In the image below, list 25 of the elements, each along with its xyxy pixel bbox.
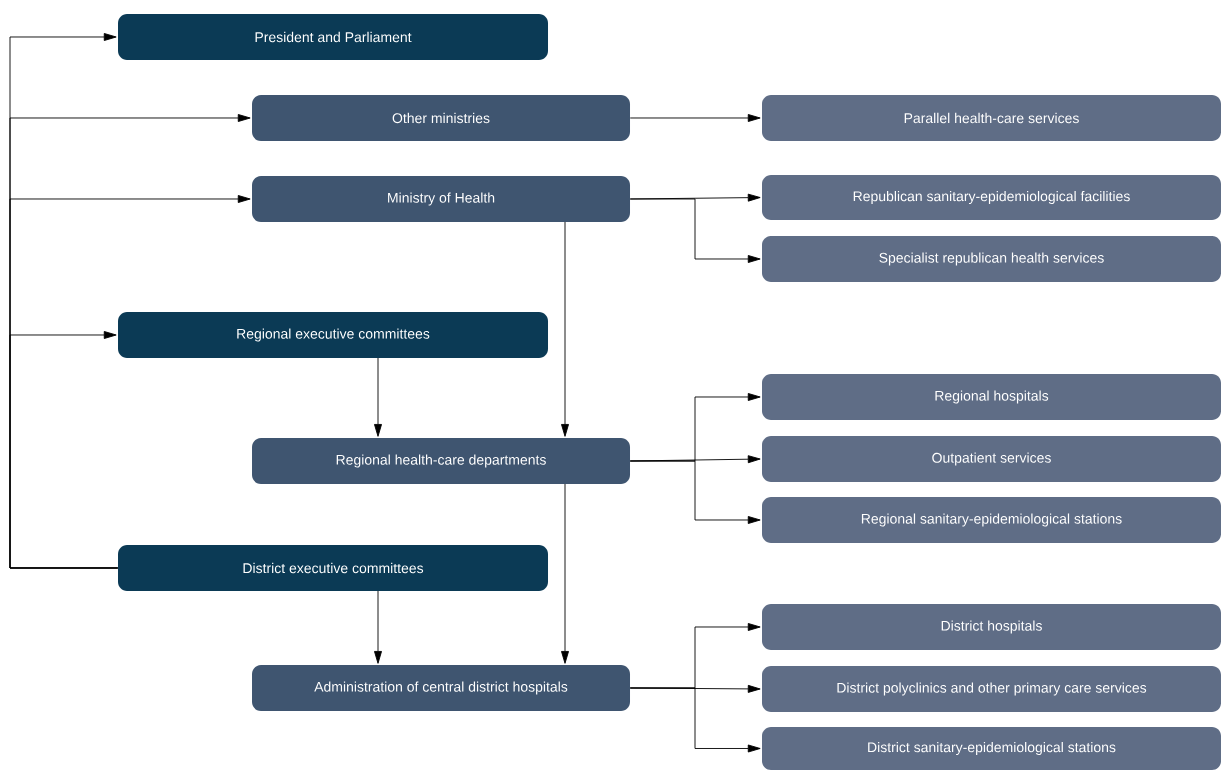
authority-box: Administration of central district hospitals [252, 665, 630, 711]
arrow [629, 687, 761, 753]
service-box: Outpatient services [762, 436, 1221, 482]
arrow [374, 590, 382, 664]
executive-box: Regional executive committees [118, 312, 548, 358]
service-box: Parallel health-care services [762, 95, 1221, 141]
arrow [9, 331, 119, 569]
service-box: District polyclinics and other primary care services [762, 666, 1221, 712]
arrow [561, 483, 569, 664]
authority-box: Regional health-care departments [252, 438, 630, 484]
service-box: Specialist republican health services [762, 236, 1221, 282]
service-box: Regional hospitals [762, 374, 1221, 420]
arrow [629, 198, 761, 263]
arrow [561, 221, 569, 437]
service-box: District sanitary-epidemiological stations [762, 727, 1221, 770]
authority-box: Ministry of Health [252, 176, 630, 222]
arrow [374, 357, 382, 437]
authority-box: Other ministries [252, 95, 630, 141]
arrow [629, 114, 761, 122]
service-box: Regional sanitary-epidemiological stations [762, 497, 1221, 543]
arrow [629, 460, 761, 524]
service-box: Republican sanitary-epidemiological facilities [762, 175, 1221, 220]
executive-box: District executive committees [118, 545, 548, 591]
executive-box: President and Parliament [118, 14, 548, 60]
service-box: District hospitals [762, 604, 1221, 650]
